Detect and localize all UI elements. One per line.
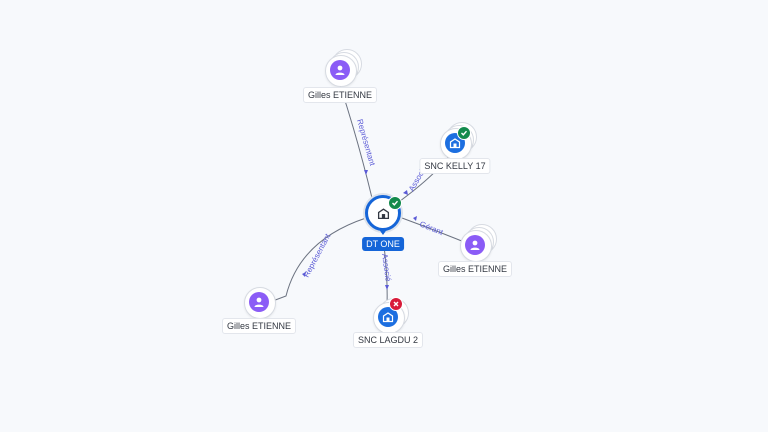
edge-label-representant-top: Représentant [355, 118, 377, 167]
active-check-icon [388, 196, 402, 210]
arrow-associe-kelly [403, 190, 408, 195]
node-disc [244, 287, 276, 319]
person-icon [330, 60, 350, 80]
edge-label-gerant: Gérant [418, 220, 445, 238]
person-icon [465, 235, 485, 255]
closed-x-icon [389, 297, 403, 311]
node-disc [325, 55, 357, 87]
person-icon [249, 292, 269, 312]
node-disc [440, 126, 472, 160]
arrow-representant-left [302, 272, 306, 277]
edge-representant-left [269, 217, 367, 303]
node-label: SNC LAGDU 2 [352, 332, 424, 348]
arrow-representant-top [364, 170, 368, 175]
edge-label-associe-lagdu: Associé [380, 253, 393, 283]
building-icon [378, 307, 398, 327]
node-label: Gilles ETIENNE [302, 87, 378, 103]
node-label: SNC KELLY 17 [419, 158, 491, 174]
arrow-associe-lagdu [385, 285, 389, 290]
node-label: Gilles ETIENNE [221, 318, 297, 334]
active-check-icon [457, 126, 471, 140]
node-disc [460, 230, 492, 262]
building-icon [375, 205, 391, 221]
node-disc [373, 297, 405, 334]
arrow-gerant [413, 216, 417, 221]
center-label: DT ONE [362, 237, 404, 251]
node-label: Gilles ETIENNE [437, 261, 513, 277]
